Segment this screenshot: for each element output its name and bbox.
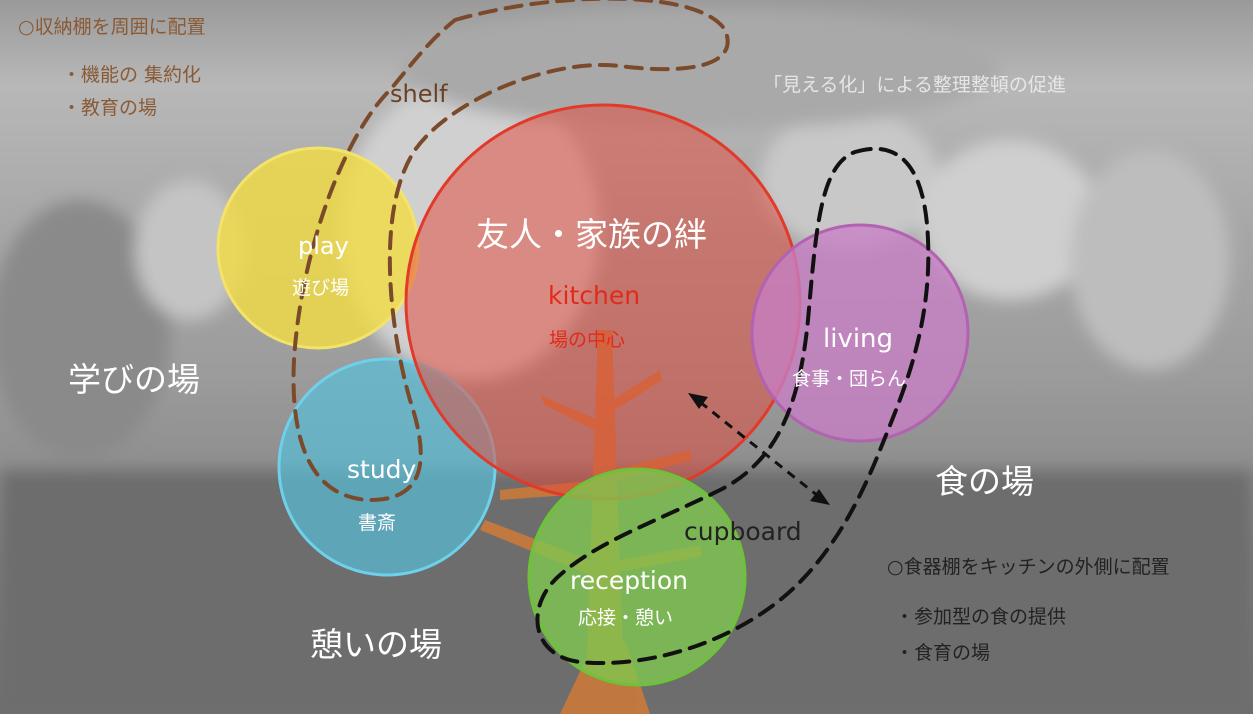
reception-en-label: reception [570, 566, 688, 595]
study-en-label: study [347, 455, 417, 484]
shelf-note-point-1: ・機能の 集約化 [62, 64, 202, 86]
kitchen-jp-label: 場の中心 [549, 329, 626, 351]
cupboard-note-point-1: ・参加型の食の提供 [895, 606, 1067, 628]
shelf-label: shelf [390, 80, 448, 108]
kitchen-en-label: kitchen [548, 281, 641, 310]
living-jp-label: 食事・団らん [792, 368, 907, 390]
double-arrow-icon [688, 393, 830, 505]
study-jp-label: 書斎 [358, 512, 397, 534]
zone-learning: 学びの場 [68, 360, 200, 399]
zone-rest: 憩いの場 [310, 625, 442, 664]
play-en-label: play [298, 232, 349, 260]
shelf-note-point-2: ・教育の場 [62, 97, 158, 119]
shelf-note-heading: ○収納棚を周囲に配置 [18, 16, 206, 38]
reception-circle [527, 467, 747, 687]
visualization-note: 「見える化」による整理整頓の促進 [763, 74, 1066, 96]
cupboard-label: cupboard [684, 517, 802, 546]
shelf-loop [291, 0, 730, 503]
kitchen-top-label: 友人・家族の絆 [476, 215, 707, 254]
play-jp-label: 遊び場 [292, 277, 350, 299]
living-circle [750, 223, 970, 443]
zone-eating: 食の場 [935, 462, 1034, 501]
cupboard-note-point-2: ・食育の場 [895, 642, 991, 664]
living-en-label: living [823, 324, 894, 354]
cupboard-note-heading: ○食器棚をキッチンの外側に配置 [887, 556, 1170, 578]
reception-jp-label: 応接・憩い [578, 607, 674, 629]
cupboard-loop [535, 146, 931, 666]
